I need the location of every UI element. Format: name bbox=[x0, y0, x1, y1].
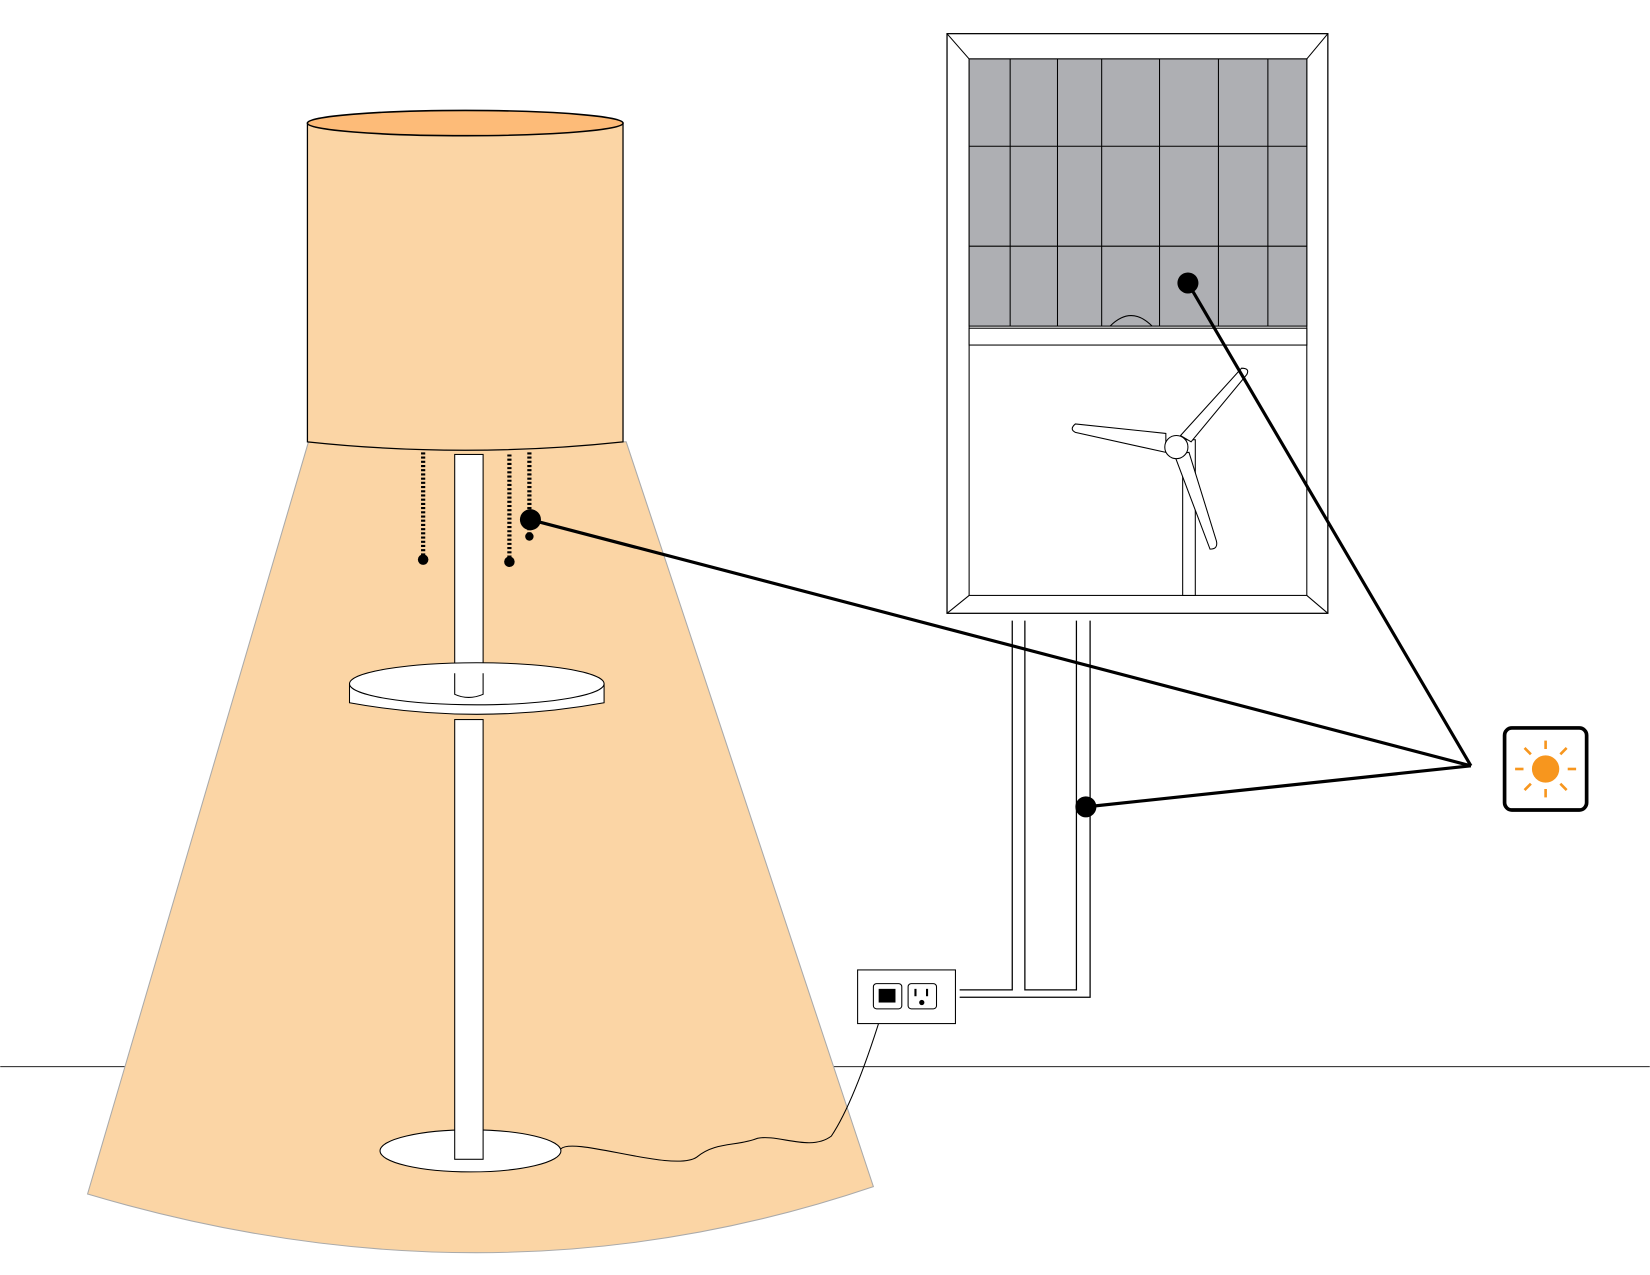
callout-dot-solar bbox=[1177, 272, 1199, 294]
callout-dot-lamp bbox=[519, 509, 541, 531]
lamp-shade bbox=[306, 109, 624, 451]
power-cord bbox=[560, 999, 887, 1162]
lamp-tray bbox=[348, 662, 605, 715]
wall-wiring bbox=[959, 620, 1091, 998]
lamp-pole-lower bbox=[454, 719, 484, 1160]
solar-panels bbox=[968, 58, 1308, 346]
wall-outlet bbox=[857, 969, 956, 1025]
lamp-pole-upper bbox=[454, 453, 484, 697]
callout-lines bbox=[530, 282, 1473, 809]
callout-dot-wiring bbox=[1075, 796, 1097, 818]
wind-turbine bbox=[1071, 367, 1249, 596]
sun-icon[interactable] bbox=[1502, 726, 1589, 812]
